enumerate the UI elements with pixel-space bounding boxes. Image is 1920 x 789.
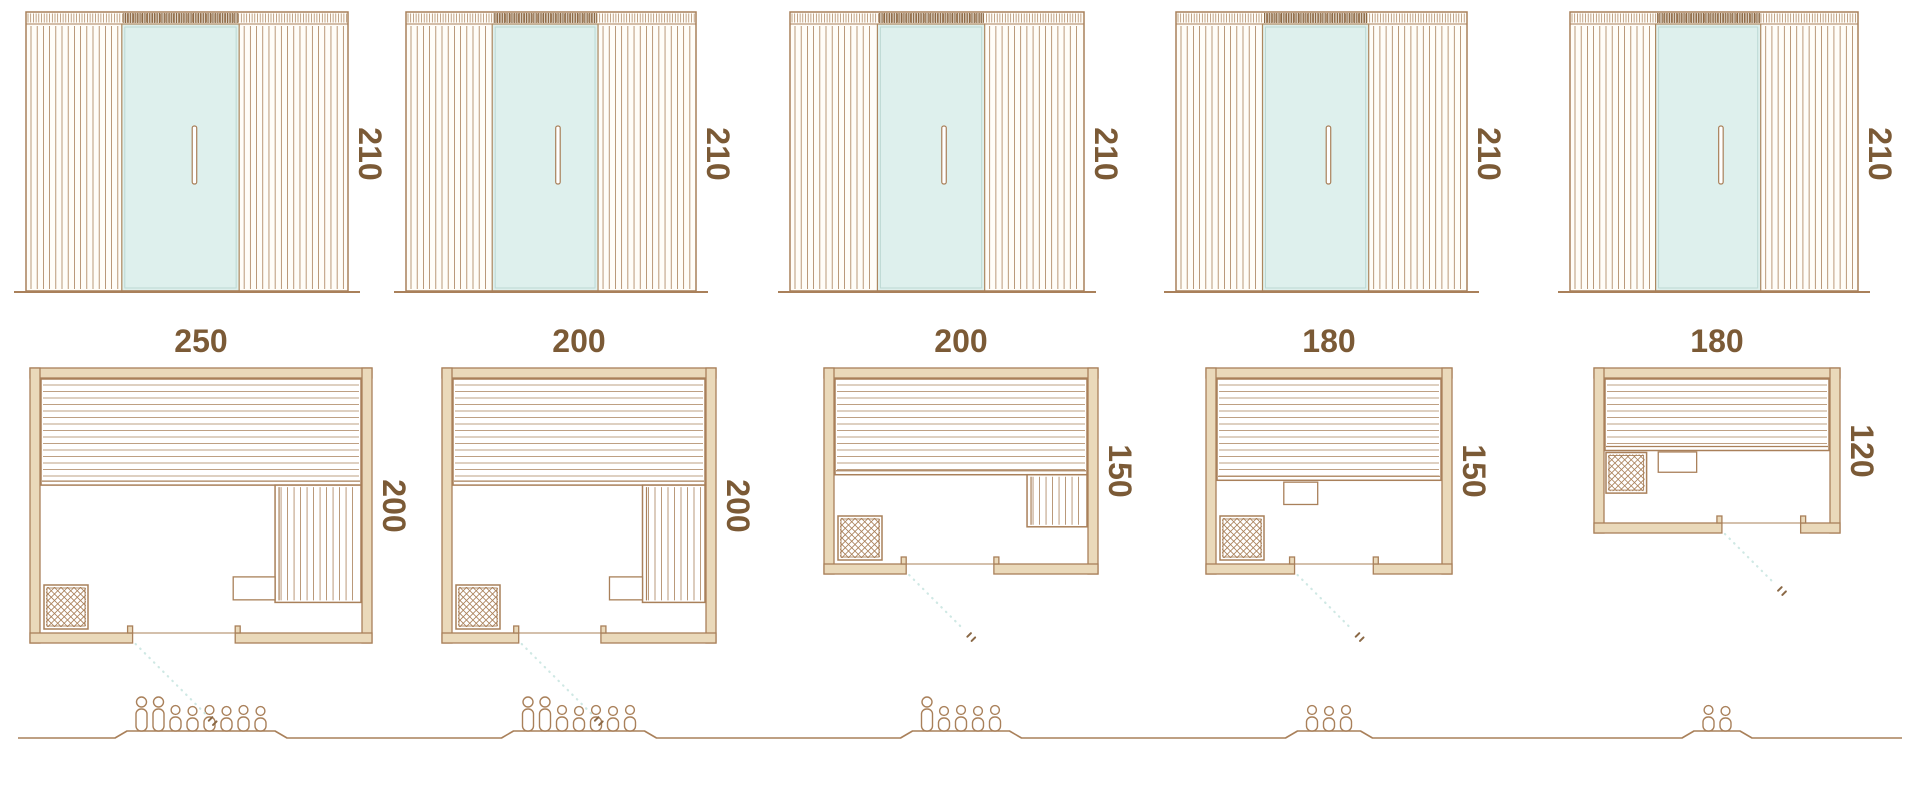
depth-dimension-label: 200 <box>376 478 412 533</box>
height-dimension-label: 210 <box>352 127 388 181</box>
width-dimension-label: 180 <box>1302 323 1356 359</box>
depth-dimension-label: 150 <box>1456 444 1492 498</box>
capacity-figures-row <box>18 696 1902 739</box>
width-dimension-label: 200 <box>934 323 988 359</box>
sauna-floor-plan <box>441 367 717 726</box>
sauna-floor-plan <box>1593 367 1841 596</box>
width-dimension-label: 200 <box>552 323 606 359</box>
height-dimension-label: 210 <box>1088 127 1124 181</box>
height-dimension-label: 210 <box>700 127 736 181</box>
depth-dimension-label: 200 <box>720 478 756 533</box>
sauna-floor-plan <box>1205 367 1453 642</box>
sauna-floor-plan <box>823 367 1099 642</box>
sauna-front-elevation <box>1164 11 1479 293</box>
depth-dimension-label: 120 <box>1844 423 1880 478</box>
sauna-front-elevation <box>1558 11 1870 293</box>
height-dimension-label: 210 <box>1862 127 1898 181</box>
depth-dimension-label: 150 <box>1102 444 1138 498</box>
height-dimension-label: 210 <box>1471 127 1507 181</box>
sauna-front-elevation <box>394 11 708 293</box>
width-dimension-label: 180 <box>1690 323 1744 359</box>
sauna-front-elevation <box>14 11 360 293</box>
width-dimension-label: 250 <box>174 323 228 359</box>
sauna-front-elevation <box>778 11 1096 293</box>
sauna-floor-plan <box>29 367 373 726</box>
